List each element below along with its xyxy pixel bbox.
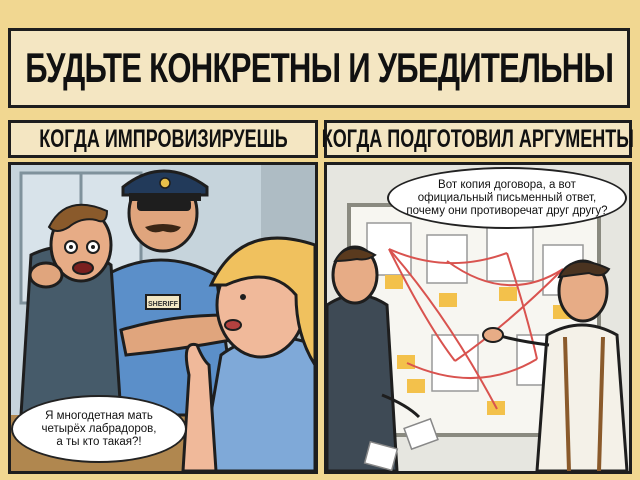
badge-text: SHERIFF [148, 301, 179, 308]
right-speech-line: официальный письменный ответ, [417, 191, 597, 204]
left-speech-line: Я многодетная мать [45, 409, 153, 422]
badge [145, 294, 181, 310]
left-panel: SHERIFF Я многодетная мать [8, 162, 318, 474]
left-speech-line: а ты кто такая?! [56, 435, 142, 448]
right-panel-label-text: КОГДА ПОДГОТОВИЛ АРГУМЕНТЫ [321, 124, 635, 153]
left-speech-line: четырёх лабрадоров, [41, 422, 157, 435]
left-panel-label-text: КОГДА ИМПРОВИЗИРУЕШЬ [38, 124, 288, 153]
title-banner: БУДЬТЕ КОНКРЕТНЫ И УБЕДИТЕЛЬНЫ [8, 28, 630, 108]
right-speech-line: Вот копия договора, а вот [438, 178, 576, 191]
left-speech-bubble: Я многодетная мать четырёх лабрадоров, а… [11, 395, 187, 463]
right-speech-bubble: Вот копия договора, а вот официальный пи… [387, 167, 627, 229]
comic-title: БУДЬТЕ КОНКРЕТНЫ И УБЕДИТЕЛЬНЫ [25, 44, 614, 91]
left-panel-label: КОГДА ИМПРОВИЗИРУЕШЬ [8, 120, 318, 158]
right-panel-illustration [327, 165, 629, 471]
right-speech-line: почему они противоречат друг другу? [406, 204, 608, 217]
right-panel-label: КОГДА ПОДГОТОВИЛ АРГУМЕНТЫ [321, 120, 635, 158]
right-panel: Вот копия договора, а вот официальный пи… [324, 162, 632, 474]
